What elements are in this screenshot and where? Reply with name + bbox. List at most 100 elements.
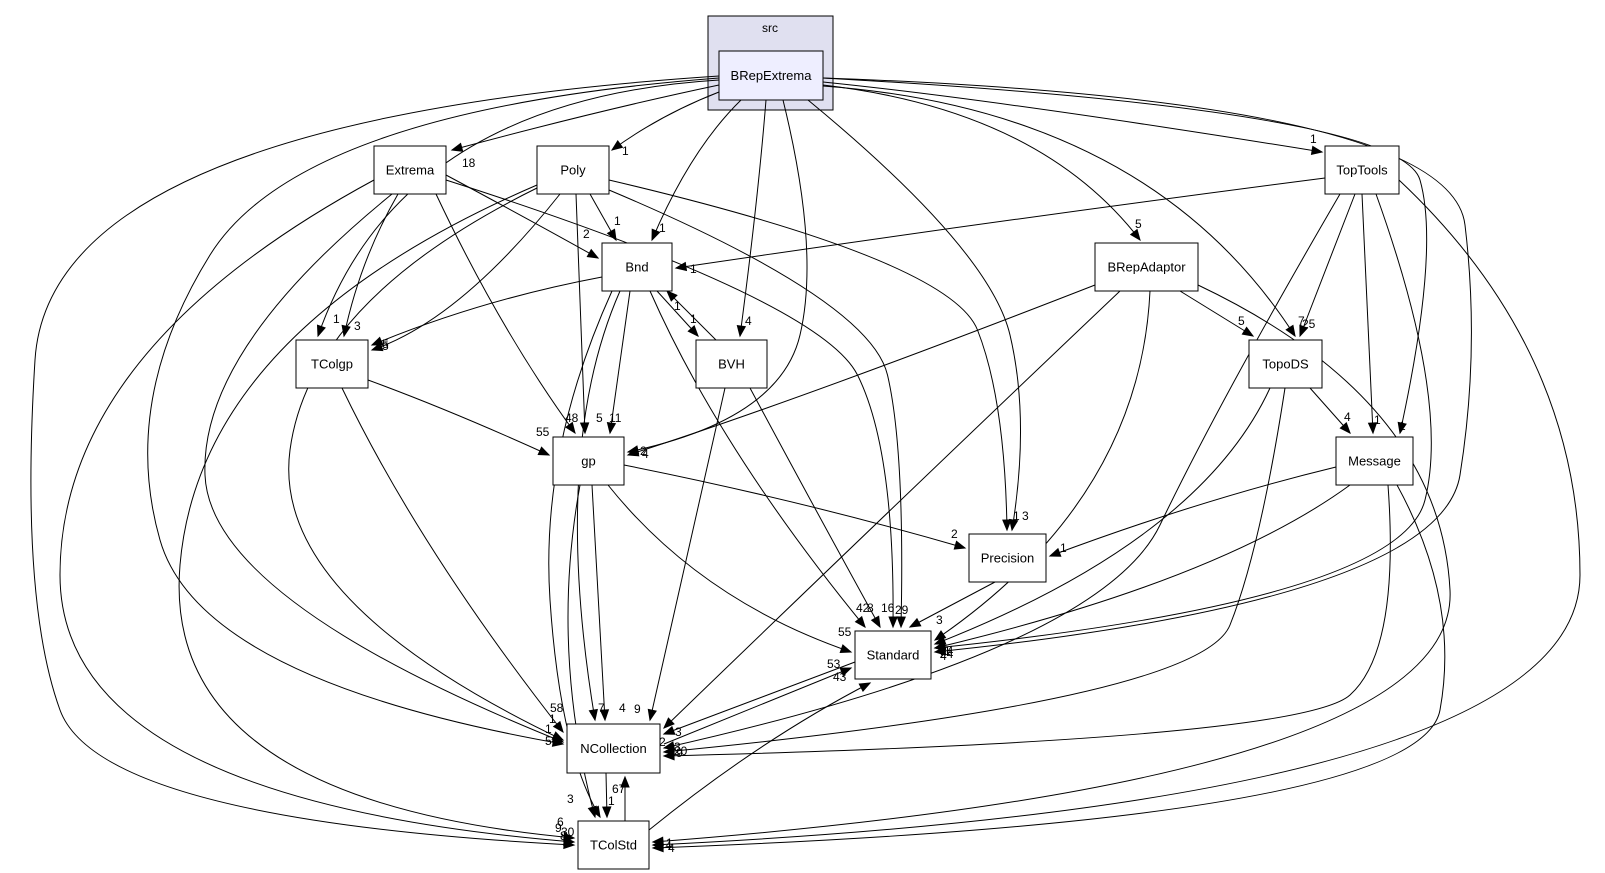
edge-label-bnd-to-tcolstd[interactable]: 6 — [557, 815, 564, 829]
edge-label-brepextrema-to-extrema[interactable]: 18 — [462, 156, 476, 170]
edge-label-brepextrema-to-bnd[interactable]: 1 — [659, 221, 666, 235]
edge-label-extrema-to-standard[interactable]: 42 — [856, 601, 870, 615]
edge-label-toptools-to-standard[interactable]: 2 — [940, 643, 947, 657]
edge-label-brepextrema-to-tcolgp[interactable]: 1 — [333, 312, 340, 326]
edge-label-brepextrema-to-brepadaptor[interactable]: 5 — [1135, 217, 1142, 231]
edge-label-toptools-to-ncollection[interactable]: 3 — [674, 740, 681, 754]
node-tcolgp[interactable]: TColgp — [295, 339, 369, 389]
edge-label-brepextrema-to-bvh[interactable]: 4 — [745, 314, 752, 328]
node-ncollection[interactable]: NCollection — [566, 723, 661, 774]
edge-label-brepextrema-to-topods[interactable]: 7 — [1298, 314, 1305, 328]
node-standard[interactable]: Standard — [854, 630, 932, 680]
edge-label-topods-to-message[interactable]: 4 — [1344, 410, 1351, 424]
edge-label-poly-to-tcolgp[interactable]: 5 — [382, 339, 389, 353]
edge-line — [822, 84, 1141, 241]
edge-label-message-to-ncollection[interactable]: 9 — [676, 746, 683, 760]
edge-bvh-to-bnd — [666, 290, 717, 341]
edge-label-standard-to-ncollection[interactable]: 3 — [675, 725, 682, 739]
node-bnd[interactable]: Bnd — [601, 242, 673, 292]
edge-label-poly-to-tcolstd[interactable]: 9 — [555, 821, 562, 835]
edge-label-message-to-precision[interactable]: 1 — [1060, 541, 1067, 555]
edge-label-brepextrema-to-message[interactable]: 1 — [1399, 419, 1406, 433]
edge-label-poly-to-gp[interactable]: 5 — [596, 411, 603, 425]
edge-label-brepextrema-to-tcolstd[interactable]: 8 — [560, 829, 567, 843]
edge-label-gp-to-tcolstd[interactable]: 3 — [567, 792, 574, 806]
edge-label-gp-to-ncollection[interactable]: 4 — [619, 701, 626, 715]
edge-label-bnd-to-tcolgp[interactable]: 5 — [382, 337, 389, 351]
edge-label-gp-to-standard[interactable]: 55 — [838, 625, 852, 639]
edge-label-ncollection-to-standard[interactable]: 53 — [827, 657, 841, 671]
edge-topods-to-standard — [933, 387, 1271, 645]
edge-label-brepextrema-to-poly[interactable]: 1 — [622, 144, 629, 158]
edge-label-brepextrema-to-toptools[interactable]: 1 — [1310, 132, 1317, 146]
arrow-head-icon — [1367, 422, 1378, 435]
node-gp[interactable]: gp — [552, 436, 625, 486]
edge-label-message-to-tcolstd[interactable]: 4 — [668, 841, 675, 855]
edge-brepextrema-to-bnd — [651, 99, 742, 242]
edge-label-brepadaptor-to-gp[interactable]: 4 — [642, 447, 649, 461]
arrow-head-icon — [870, 615, 881, 629]
edge-line — [652, 284, 1451, 843]
edge-label-poly-to-precision[interactable]: 1 — [1013, 509, 1020, 523]
edge-label-ncollection-to-tcolstd[interactable]: 1 — [608, 794, 615, 808]
edge-label-toptools-to-message[interactable]: 1 — [1374, 413, 1381, 427]
edge-label-poly-to-bnd[interactable]: 1 — [614, 214, 621, 228]
edge-label-brepadaptor-to-topods[interactable]: 5 — [1238, 314, 1245, 328]
edge-label-extrema-to-gp[interactable]: 48 — [565, 411, 579, 425]
edge-label-bvh-to-ncollection[interactable]: 9 — [634, 702, 641, 716]
edge-label-brepextrema-to-gp[interactable]: 2 — [640, 444, 647, 458]
edge-label-bnd-to-standard[interactable]: 16 — [881, 601, 895, 615]
edge-label-poly-to-standard[interactable]: 29 — [895, 603, 909, 617]
edge-label-tcolstd-to-ncollection[interactable]: 67 — [612, 782, 626, 796]
edge-line — [288, 187, 564, 741]
node-box — [295, 339, 369, 389]
edge-label-brepextrema-to-precision[interactable]: 3 — [1022, 509, 1029, 523]
edge-label-bnd-to-ncollection[interactable]: 7 — [598, 701, 605, 715]
edge-label-extrema-to-tcolgp[interactable]: 3 — [354, 319, 361, 333]
node-label: NCollection — [580, 741, 646, 756]
node-toptools[interactable]: TopTools — [1324, 145, 1400, 195]
node-tcolstd[interactable]: TColStd — [577, 820, 650, 870]
edge-label-tcolgp-to-ncollection[interactable]: 58 — [550, 701, 564, 715]
edge-label-message-to-standard[interactable]: 14 — [940, 644, 954, 658]
edge-line — [575, 193, 586, 434]
edge-label-toptools-to-bnd[interactable]: 1 — [690, 262, 697, 276]
edge-label-extrema-to-bnd[interactable]: 2 — [583, 227, 590, 241]
edge-label-poly-to-ncollection[interactable]: 1 — [549, 712, 556, 726]
node-poly[interactable]: Poly — [536, 145, 610, 195]
arrow-head-icon — [586, 248, 600, 259]
edge-label-brepadaptor-to-ncollection[interactable]: 2 — [659, 735, 666, 749]
node-brepadaptor[interactable]: BRepAdaptor — [1094, 242, 1199, 292]
edge-label-bnd-to-bvh[interactable]: 1 — [690, 312, 697, 326]
edge-label-gp-to-precision[interactable]: 2 — [951, 527, 958, 541]
edge-label-brepadaptor-to-tcolstd[interactable]: 1 — [666, 836, 673, 850]
node-topods[interactable]: TopoDS — [1248, 339, 1323, 389]
edge-label-toptools-to-tcolstd[interactable]: 4 — [665, 839, 672, 853]
edge-label-bvh-to-standard[interactable]: 8 — [867, 601, 874, 615]
edge-label-tcolgp-to-gp[interactable]: 55 — [536, 425, 550, 439]
edge-label-brepadaptor-to-standard[interactable]: 1 — [944, 644, 951, 658]
node-extrema[interactable]: Extrema — [373, 145, 447, 195]
edge-line — [649, 387, 726, 721]
arrow-head-icon — [606, 421, 617, 435]
edge-label-brepextrema-to-ncollection[interactable]: 1 — [545, 722, 552, 736]
edge-label-tcolstd-to-standard[interactable]: 43 — [833, 670, 847, 684]
node-bvh[interactable]: BVH — [695, 339, 768, 389]
edge-label-extrema-to-tcolstd[interactable]: 30 — [561, 825, 575, 839]
edge-label-topods-to-standard[interactable]: 24 — [940, 647, 954, 661]
edge-label-bnd-to-gp[interactable]: 11 — [609, 411, 622, 425]
edge-label-topods-to-ncollection[interactable]: 20 — [674, 744, 688, 758]
edge-label-precision-to-standard[interactable]: 3 — [936, 613, 943, 627]
edge-label-extrema-to-ncollection[interactable]: 5 — [545, 734, 552, 748]
node-precision[interactable]: Precision — [968, 533, 1047, 583]
edge-label-toptools-to-topods[interactable]: 25 — [1302, 317, 1316, 331]
edge-label-brepextrema-to-standard[interactable]: 4 — [940, 649, 947, 663]
edge-label-bvh-to-bnd[interactable]: 1 — [674, 299, 681, 313]
edge-tcolstd-to-ncollection — [620, 775, 630, 821]
node-box — [695, 339, 768, 389]
node-message[interactable]: Message — [1335, 436, 1414, 486]
node-brepextrema[interactable]: BRepExtrema — [718, 50, 824, 101]
arrow-head-icon — [552, 720, 564, 734]
arrow-head-icon — [1241, 326, 1255, 337]
node-label: Bnd — [625, 260, 648, 275]
